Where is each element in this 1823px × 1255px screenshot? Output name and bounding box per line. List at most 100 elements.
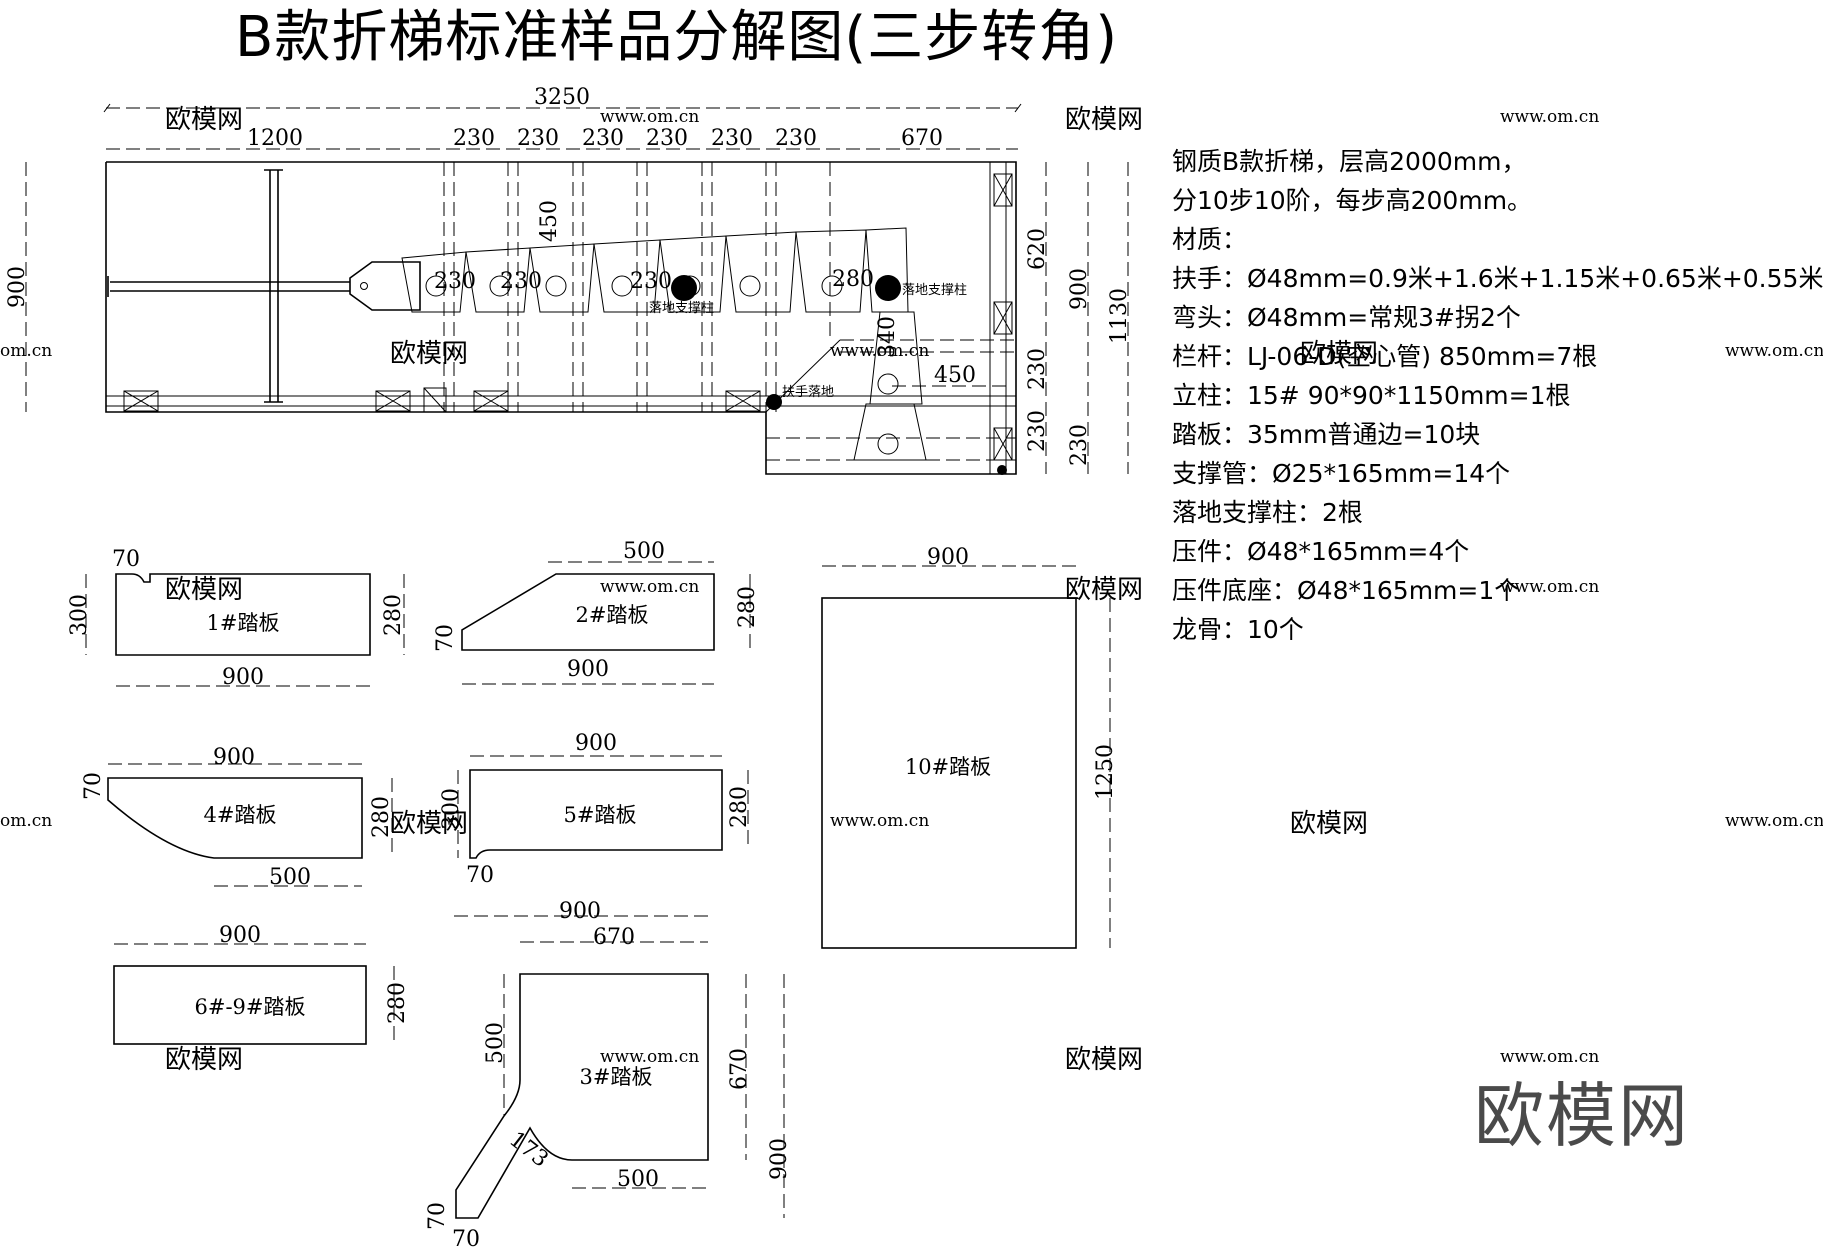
dim-900: 900 xyxy=(767,1138,792,1180)
dim-280: 280 xyxy=(385,982,410,1024)
tread-2-label: 2#踏板 xyxy=(576,603,649,627)
watermark-url: www.om.cn xyxy=(1725,341,1823,361)
dim-230: 230 xyxy=(434,269,476,294)
dim-900: 900 xyxy=(219,923,261,948)
dim-500: 500 xyxy=(483,1022,508,1064)
dim-70: 70 xyxy=(81,772,106,800)
watermark-url: www.om.cn xyxy=(600,107,699,127)
corner-post xyxy=(997,465,1007,475)
dim-230: 230 xyxy=(711,126,753,151)
dim-280: 280 xyxy=(832,267,874,292)
baluster-brackets xyxy=(123,173,1013,461)
watermark-url: om.cn xyxy=(0,811,52,831)
watermark-url: www.om.cn xyxy=(1500,1047,1599,1067)
dim-1200: 1200 xyxy=(247,126,303,151)
note-line: 材质： xyxy=(1172,225,1248,254)
label-support-post: 落地支撑柱 xyxy=(649,301,714,316)
tread-10-label: 10#踏板 xyxy=(905,755,991,779)
dim-230: 230 xyxy=(1067,424,1092,466)
watermark-brand: 欧模网 xyxy=(1065,105,1143,135)
dim-tick xyxy=(1014,103,1022,113)
dim-230: 230 xyxy=(582,126,624,151)
dim-900: 900 xyxy=(213,745,255,770)
dim-280: 280 xyxy=(735,586,760,628)
tread-4-label: 4#踏板 xyxy=(204,803,277,827)
tread-4: 4#踏板 900 70 280 500 xyxy=(81,745,394,890)
dim-1130: 1130 xyxy=(1107,288,1132,344)
watermark-brand: 欧模网 xyxy=(165,105,243,135)
staircase-outline xyxy=(105,161,1017,475)
watermark-brand: 欧模网 xyxy=(1065,575,1143,605)
brand-logo: 欧模网 xyxy=(1474,1075,1690,1157)
dim-900: 900 xyxy=(927,545,969,570)
dim-340: 340 xyxy=(875,316,900,358)
tread-10: 10#踏板 900 1250 xyxy=(821,545,1118,949)
label-support-post: 落地支撑柱 xyxy=(902,283,967,298)
dim-900: 900 xyxy=(1067,268,1092,310)
dim-230: 230 xyxy=(500,269,542,294)
dim-620: 620 xyxy=(1025,228,1050,270)
watermark-url: www.om.cn xyxy=(830,811,929,831)
dim-70: 70 xyxy=(433,624,458,652)
dim-230: 230 xyxy=(517,126,559,151)
material-notes: 钢质B款折梯，层高2000mm， 分10步10阶，每步高200mm。 材质： 扶… xyxy=(1172,142,1823,649)
dim-230: 230 xyxy=(453,126,495,151)
watermark-url: www.om.cn xyxy=(830,341,929,361)
dim-900: 900 xyxy=(575,731,617,756)
tread-6-9-label: 6#-9#踏板 xyxy=(194,995,305,1019)
dim-670: 670 xyxy=(727,1048,752,1090)
watermark-url: www.om.cn xyxy=(600,1047,699,1067)
tread-5-label: 5#踏板 xyxy=(564,803,637,827)
dim-900: 900 xyxy=(567,657,609,682)
dim-3250: 3250 xyxy=(534,85,590,110)
note-line: 扶手：Ø48mm=0.9米+1.6米+1.15米+0.65米+0.55米 xyxy=(1172,264,1823,293)
watermark-brand: 欧模网 xyxy=(390,809,468,839)
dim-230: 230 xyxy=(775,126,817,151)
watermark-brand: 欧模网 xyxy=(1300,339,1378,369)
drawing-title: B款折梯标准样品分解图(三步转角) xyxy=(235,5,1119,70)
support-post xyxy=(671,275,697,301)
tread-1: 1#踏板 70 300 280 900 xyxy=(67,547,406,690)
stringer xyxy=(107,169,421,403)
dim-230: 230 xyxy=(630,269,672,294)
note-line: 钢质B款折梯，层高2000mm， xyxy=(1172,147,1527,176)
note-line: 栏杆：LJ-06-D(空心管) 850mm=7根 xyxy=(1172,342,1598,371)
dim-1250: 1250 xyxy=(1093,744,1118,800)
note-line: 踏板：35mm普通边=10块 xyxy=(1172,420,1481,449)
dim-450: 450 xyxy=(934,363,976,388)
tread-3: 3#踏板 900 670 500 670 900 173 500 70 70 xyxy=(425,899,792,1252)
handrail-floor-post xyxy=(766,394,782,410)
tread-6-9: 6#-9#踏板 900 280 xyxy=(113,923,410,1045)
tread-2: 2#踏板 500 70 280 900 xyxy=(433,539,760,685)
watermark-brand: 欧模网 xyxy=(390,339,468,369)
watermark-brand: 欧模网 xyxy=(1290,809,1368,839)
label-handrail-floor: 扶手落地 xyxy=(782,385,834,400)
dim-300: 300 xyxy=(67,594,92,636)
dim-280: 280 xyxy=(369,796,394,838)
dim-670: 670 xyxy=(901,126,943,151)
dim-500: 500 xyxy=(623,539,665,564)
dim-70: 70 xyxy=(425,1202,450,1230)
note-line: 弯头：Ø48mm=常规3#拐2个 xyxy=(1172,303,1521,332)
watermark-brand: 欧模网 xyxy=(165,1045,243,1075)
note-line: 落地支撑柱：2根 xyxy=(1172,498,1363,527)
note-line: 压件：Ø48*165mm=4个 xyxy=(1172,537,1470,566)
plan-view: 3250 1200 230 230 230 230 230 230 670 xyxy=(5,85,1132,475)
dim-900: 900 xyxy=(222,665,264,690)
tread-6-9-outline xyxy=(113,965,367,1045)
tread-4-outline xyxy=(107,777,363,859)
tread-2-outline xyxy=(461,573,715,651)
note-line: 压件底座：Ø48*165mm=1个 xyxy=(1172,576,1520,605)
tread-3-outline xyxy=(455,973,709,1219)
tread-5: 5#踏板 900 300 280 70 xyxy=(439,731,752,888)
dim-70: 70 xyxy=(466,863,494,888)
note-line: 龙骨：10个 xyxy=(1172,615,1304,644)
note-line: 支撑管：Ø25*165mm=14个 xyxy=(1172,459,1511,488)
dim-300: 300 xyxy=(439,788,464,830)
note-line: 分10步10阶，每步高200mm。 xyxy=(1172,186,1533,215)
watermark-brand: 欧模网 xyxy=(165,575,243,605)
dim-70: 70 xyxy=(452,1227,480,1252)
step-fans xyxy=(401,227,927,461)
watermark-url: www.om.cn xyxy=(1500,577,1599,597)
